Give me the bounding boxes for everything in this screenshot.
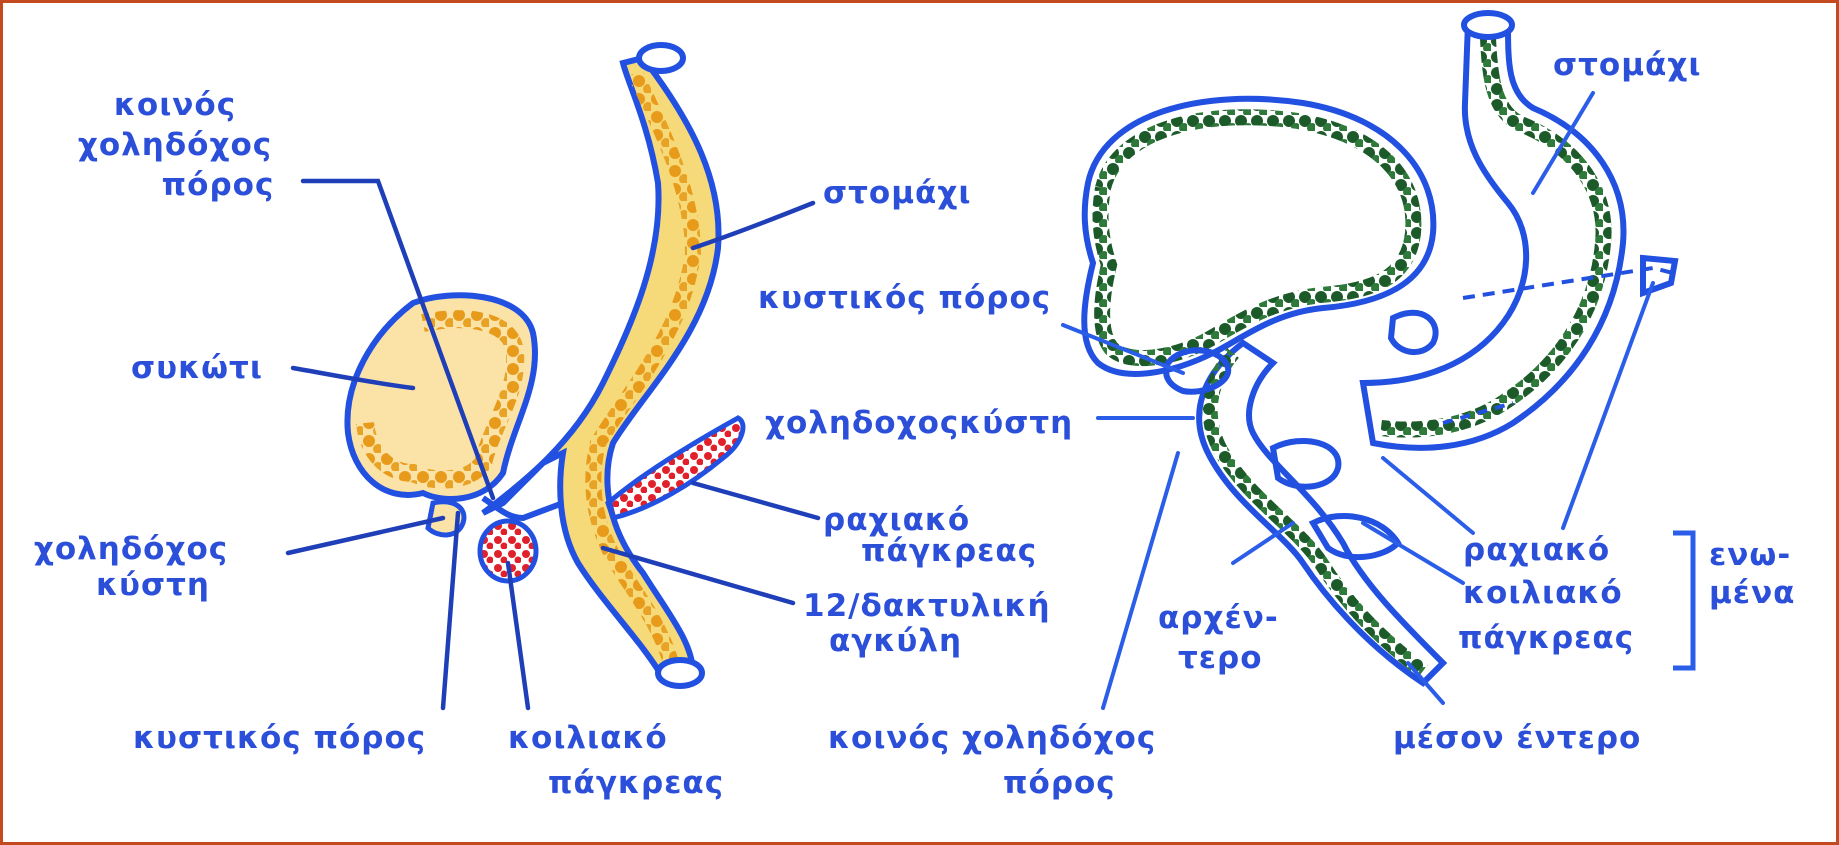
label-common-bile-duct-2: χοληδόχος	[78, 127, 272, 163]
label-archenteron-1: αρχέν-	[1158, 600, 1279, 636]
leader-ventral-pancreas	[508, 563, 528, 708]
leader-gallbladder-left	[288, 518, 443, 553]
label-stomach-left: στομάχι	[823, 175, 971, 211]
left-tube-bottom-opening	[658, 660, 702, 686]
label-archenteron-2: τερο	[1178, 640, 1263, 676]
label-common-bile-duct-right: κοινός χοληδόχος	[828, 720, 1156, 756]
label-pancreas-group-2: κοιλιακό	[1463, 575, 1623, 611]
leader-dorsal-pancreas	[693, 483, 818, 518]
left-diagram: κοινός χοληδόχος πόρος στομάχι κυστικός …	[34, 45, 1073, 801]
label-common-bile-duct-1: κοινός	[114, 87, 236, 123]
label-pancreas-group-3: πάγκρεας	[1458, 620, 1634, 656]
label-common-bile-duct-3: πόρος	[162, 167, 275, 203]
label-gallbladder-left-2: κύστη	[96, 567, 210, 603]
label-midgut: μέσον έντερο	[1393, 720, 1641, 756]
leader-common-bile-duct-right	[1103, 453, 1178, 708]
label-cystic-duct-top: κυστικός πόρος	[758, 280, 1051, 316]
label-fused-1: ενω-	[1709, 537, 1791, 573]
label-common-bile-duct-right-2: πόρος	[1003, 765, 1116, 801]
label-gallbladder-right: χοληδοχοςκύστη	[765, 405, 1073, 441]
label-ventral-pancreas-2: πάγκρεας	[548, 765, 724, 801]
right-dorsal-bud	[1391, 313, 1436, 352]
label-cystic-duct-bottom: κυστικός πόρος	[133, 720, 426, 756]
left-tube-top-opening	[639, 45, 683, 71]
label-ventral-pancreas-1: κοιλιακό	[508, 720, 668, 756]
right-ventral-bud	[1273, 441, 1338, 487]
label-gallbladder-left-1: χοληδόχος	[34, 531, 228, 567]
label-stomach-right: στομάχι	[1553, 47, 1701, 83]
right-tube-top-opening	[1464, 13, 1512, 37]
label-dorsal-pancreas-2: πάγκρεας	[861, 533, 1037, 569]
leader-dorsal-pancreas-right	[1383, 458, 1473, 533]
embryology-diagram: κοινός χοληδόχος πόρος στομάχι κυστικός …	[3, 3, 1839, 845]
label-duodenal-loop-2: αγκύλη	[829, 623, 962, 659]
fused-bracket	[1673, 533, 1693, 668]
leader-cystic-duct-bottom	[443, 513, 458, 708]
label-pancreas-group-1: ραχιακό	[1463, 532, 1610, 568]
label-fused-2: μένα	[1709, 575, 1795, 611]
left-dorsal-pancreas	[608, 418, 743, 518]
label-liver: συκώτι	[131, 350, 263, 386]
label-duodenal-loop-1: 12/δακτυλική	[803, 588, 1051, 624]
